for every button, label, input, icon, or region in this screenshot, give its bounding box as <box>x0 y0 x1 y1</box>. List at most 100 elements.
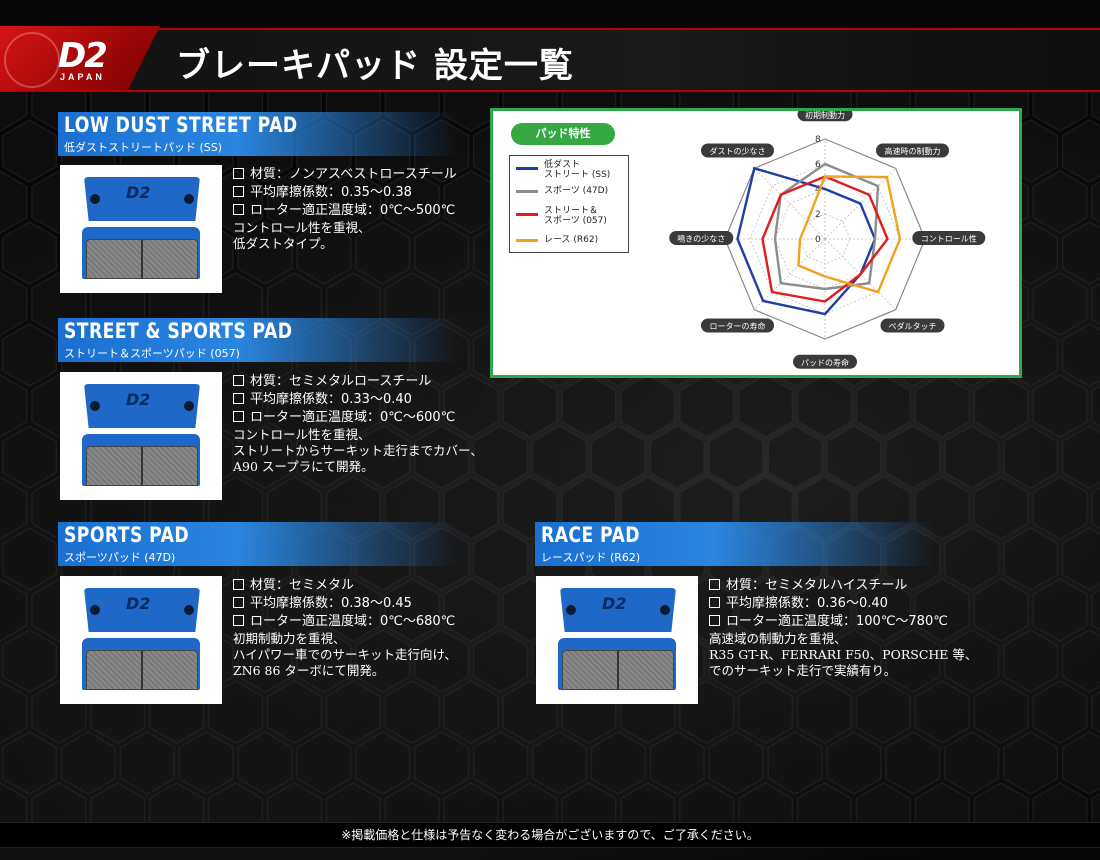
hex-cell <box>1 221 58 285</box>
pad-hole <box>566 605 576 615</box>
svg-text:高速時の制動力: 高速時の制動力 <box>885 146 941 156</box>
radar-axis-label: パッドの寿命 <box>793 354 857 369</box>
hex-cell <box>1061 527 1100 591</box>
hex-cell <box>0 374 28 438</box>
hex-cell <box>0 272 28 336</box>
hex-cell <box>355 629 411 693</box>
hex-cell <box>944 425 1000 489</box>
hex-cell <box>885 425 941 489</box>
hex-cell <box>119 731 175 795</box>
checkbox-icon <box>709 597 720 608</box>
spec-material: 材質：セミメタルハイスチール <box>726 578 908 593</box>
radar-tick-label: 2 <box>815 210 821 220</box>
hex-cell <box>796 578 853 642</box>
hex-cell <box>855 680 911 744</box>
radar-tick-label: 8 <box>815 135 821 145</box>
header-bar <box>0 28 1100 92</box>
radar-tick-label: 0 <box>815 235 821 245</box>
hex-cell <box>679 374 735 438</box>
hex-cell <box>973 476 1029 540</box>
hex-cell <box>855 374 911 438</box>
hex-cell <box>0 578 28 642</box>
hex-cell <box>1002 527 1059 591</box>
logo: D2 <box>58 36 108 76</box>
pad-top-plate: D2 <box>84 384 200 428</box>
radar-series <box>761 175 889 303</box>
radar-axis-label: 鳴きの少なさ <box>669 231 734 245</box>
hex-cell <box>1 425 58 489</box>
hex-cell <box>737 374 794 438</box>
pad-hole <box>660 605 670 615</box>
hex-cell <box>944 731 1000 795</box>
hex-cell <box>266 374 323 438</box>
hex-cell <box>737 578 794 642</box>
spec-temperature: ローター適正温度域：100℃～780℃ <box>726 614 948 629</box>
hex-cell <box>1091 589 1100 631</box>
hex-cell <box>1032 680 1088 744</box>
hex-cell <box>649 731 705 795</box>
pad-hole <box>90 605 100 615</box>
spec-desc: コントロール性を重視、 <box>233 220 371 235</box>
hex-cell <box>296 731 352 795</box>
pad-name-en: LOW DUST STREET PAD <box>64 113 298 137</box>
hex-cell <box>973 374 1029 438</box>
hex-cell <box>1032 578 1088 642</box>
legend-swatch-r62 <box>516 239 538 242</box>
hex-cell <box>1032 272 1088 336</box>
hex-cell <box>355 731 411 795</box>
hex-cell <box>0 476 28 540</box>
hex-cell <box>767 629 823 693</box>
footer-note: ※掲載価格と仕様は予告なく変わる場合がございますので、ご了承ください。 <box>341 828 759 842</box>
spec-friction: 平均摩擦係数：0.35～0.38 <box>250 185 412 200</box>
hex-cell <box>207 680 264 744</box>
spec-desc: ZN6 86 ターボにて開発。 <box>233 663 385 678</box>
hex-cell <box>826 629 882 693</box>
svg-text:ペダルタッチ: ペダルタッチ <box>889 321 937 331</box>
legend-label: 低ダスト ストリート (SS) <box>544 160 611 180</box>
pad-friction-material <box>86 446 198 486</box>
checkbox-icon <box>233 168 244 179</box>
hex-cell <box>1 629 58 693</box>
pad-name-jp: スポーツパッド (47D) <box>64 551 176 564</box>
hex-cell <box>767 425 823 489</box>
spec-desc: 初期制動力を重視、 <box>233 631 346 646</box>
hex-cell <box>1091 385 1100 427</box>
pad-name-jp: 低ダストストリートパッド (SS) <box>64 141 223 154</box>
hex-cell <box>414 731 470 795</box>
hex-cell <box>590 425 646 489</box>
hex-cell <box>1061 323 1100 387</box>
hex-cell <box>502 374 558 438</box>
hex-cell <box>355 221 411 285</box>
hex-cell <box>944 527 1000 591</box>
pad-hole <box>90 194 100 204</box>
pad-banner-street-sports: STREET & SPORTS PAD ストリート＆スポーツパッド (057) <box>58 318 458 362</box>
hex-cell <box>1061 629 1100 693</box>
checkbox-icon <box>233 393 244 404</box>
hex-cell <box>355 425 411 489</box>
hex-cell <box>1032 476 1088 540</box>
radar-spoke <box>754 238 826 310</box>
globe-icon <box>4 32 60 88</box>
hex-cell <box>1002 425 1059 489</box>
page-title: ブレーキパッド 設定一覧 <box>176 46 574 86</box>
pad-banner-low-dust: LOW DUST STREET PAD 低ダストストリートパッド (SS) <box>58 112 458 156</box>
radar-series <box>736 166 877 316</box>
pad-banner-race: RACE PAD レースパッド (R62) <box>535 522 935 566</box>
pad-top-plate: D2 <box>84 588 200 632</box>
spec-temperature: ローター適正温度域：0℃～680℃ <box>250 614 456 629</box>
pad-name-en: SPORTS PAD <box>64 523 190 547</box>
pad-spec: 材質：ノンアスベストロースチール 平均摩擦係数：0.35～0.38 ローター適正… <box>233 166 457 252</box>
hex-cell <box>708 731 764 795</box>
hex-cell <box>1 119 58 183</box>
svg-text:初期制動力: 初期制動力 <box>805 111 845 120</box>
spec-desc: コントロール性を重視、 <box>233 427 371 442</box>
radar-axis-label: 初期制動力 <box>797 111 853 122</box>
pad-spec: 材質：セミメタルハイスチール 平均摩擦係数：0.36～0.40 ローター適正温度… <box>709 577 977 679</box>
hex-cell <box>384 374 440 438</box>
radar-tick-label: 4 <box>815 185 821 195</box>
hex-cell <box>708 629 764 693</box>
pad-spec: 材質：セミメタルロースチール 平均摩擦係数：0.33～0.40 ローター適正温度… <box>233 373 483 475</box>
radar-axis-label: コントロール性 <box>912 231 986 245</box>
pad-name-en: RACE PAD <box>541 523 640 547</box>
hex-cell <box>1002 629 1059 693</box>
